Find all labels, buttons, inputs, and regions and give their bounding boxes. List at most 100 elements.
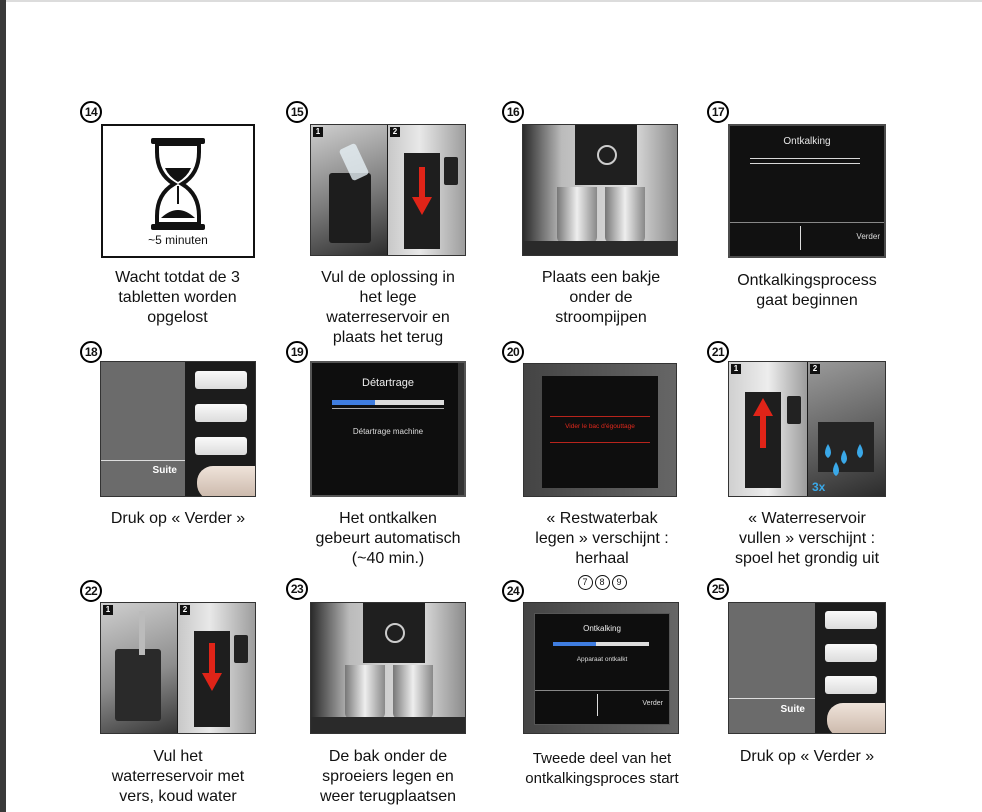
finger-icon bbox=[827, 703, 885, 733]
progress-fill bbox=[553, 642, 597, 646]
screen-line bbox=[550, 416, 650, 417]
drip-tray-photo bbox=[310, 602, 466, 734]
verder-button[interactable]: Verder bbox=[856, 232, 880, 241]
screen-title: Ontkalking bbox=[583, 624, 621, 633]
step-number-18: 18 bbox=[80, 341, 102, 363]
verder-button[interactable]: Verder bbox=[642, 700, 663, 707]
step-number-22: 22 bbox=[80, 580, 102, 602]
step-number-15: 15 bbox=[286, 101, 308, 123]
caption-line: Ontkalkingsprocess bbox=[737, 272, 877, 289]
caption-line: stroompijpen bbox=[555, 309, 647, 326]
control-panel-icon bbox=[444, 157, 458, 185]
spout-photo bbox=[522, 124, 678, 256]
caption-line: ontkalkingsproces start bbox=[525, 770, 679, 787]
hourglass-icon bbox=[151, 138, 205, 230]
caption-line: Het ontkalken bbox=[339, 510, 437, 527]
step-number-25: 25 bbox=[707, 578, 729, 600]
down-arrow-icon bbox=[202, 643, 222, 691]
milk-jug-icon bbox=[345, 665, 385, 719]
photo-tag-1: 1 bbox=[103, 605, 113, 615]
repeat-step-8: 8 bbox=[594, 575, 610, 590]
caption-line: De bak onder de bbox=[328, 748, 448, 765]
caption-line: gebeurt automatisch bbox=[315, 530, 461, 547]
hourglass-panel: ~5 minuten bbox=[101, 124, 255, 258]
caption-step-19: Het ontkalken gebeurt automatisch (~40 m… bbox=[298, 509, 478, 569]
caption-line: herhaal bbox=[575, 550, 629, 567]
step-number-24: 24 bbox=[502, 580, 524, 602]
caption-step-22: Vul het waterreservoir met vers, koud wa… bbox=[88, 747, 268, 807]
screen-title: Ontkalking bbox=[783, 136, 831, 147]
milk-jug-icon bbox=[393, 665, 433, 719]
screen-bezel bbox=[458, 363, 464, 495]
down-arrow-icon bbox=[412, 167, 432, 215]
caption-line: « Waterreservoir bbox=[748, 510, 866, 527]
window-left-edge bbox=[0, 0, 6, 812]
water-tank-icon bbox=[329, 173, 371, 243]
screen-message: Vider le bac d'égouttage bbox=[565, 423, 635, 430]
page-top-edge bbox=[6, 0, 982, 2]
machine-button-2[interactable] bbox=[195, 404, 247, 422]
screen-line bbox=[332, 408, 444, 409]
step-number-14: 14 bbox=[80, 101, 102, 123]
photo-part-1 bbox=[729, 362, 807, 496]
caption-line: Vul de oplossing in bbox=[321, 269, 455, 286]
photo-part-1 bbox=[101, 603, 177, 733]
step-number-21: 21 bbox=[707, 341, 729, 363]
machine-button-1[interactable] bbox=[825, 611, 877, 629]
display-screen: Suite bbox=[729, 603, 815, 733]
screen-divider bbox=[101, 460, 185, 461]
milk-jug-icon bbox=[605, 187, 645, 243]
machine-button-1[interactable] bbox=[195, 371, 247, 389]
screen-status: Apparaat ontkalkt bbox=[576, 656, 628, 663]
logo-icon bbox=[385, 623, 405, 643]
milk-jug-icon bbox=[557, 187, 597, 243]
rinse-count-label: 3x bbox=[812, 480, 826, 494]
timer-label: ~5 minuten bbox=[148, 233, 208, 247]
drip-tray-icon bbox=[311, 717, 465, 733]
caption-step-20: « Restwaterbak legen » verschijnt : herh… bbox=[512, 509, 692, 591]
screen-line bbox=[750, 163, 860, 164]
machine-button-3[interactable] bbox=[195, 437, 247, 455]
caption-line: spoel het grondig uit bbox=[734, 550, 880, 567]
rinse-reservoir-photo: 3x 1 2 bbox=[728, 361, 886, 497]
caption-line: Plaats een bakje bbox=[541, 269, 661, 286]
fill-fresh-water-photo: 1 2 bbox=[100, 602, 256, 734]
suite-button[interactable]: Suite bbox=[152, 465, 177, 476]
caption-line: (~40 min.) bbox=[351, 550, 425, 567]
suite-button[interactable]: Suite bbox=[780, 704, 805, 715]
screen-divider bbox=[729, 698, 815, 699]
fill-reservoir-photo: 1 2 bbox=[310, 124, 466, 256]
drip-tray-icon bbox=[523, 241, 677, 255]
logo-icon bbox=[597, 145, 617, 165]
caption-step-15: Vul de oplossing in het lege waterreserv… bbox=[298, 268, 478, 348]
screen-separator bbox=[800, 226, 801, 250]
caption-line: het lege bbox=[359, 289, 417, 306]
water-drops-icon bbox=[825, 444, 863, 476]
caption-line: opgelost bbox=[147, 309, 208, 326]
screen-line bbox=[750, 158, 860, 159]
suite-display-panel: Suite bbox=[100, 361, 256, 497]
photo-part-2 bbox=[388, 125, 465, 255]
machine-button-3[interactable] bbox=[825, 676, 877, 694]
photo-tag-2: 2 bbox=[390, 127, 400, 137]
repeat-step-7: 7 bbox=[577, 575, 593, 590]
progress-bar bbox=[553, 642, 649, 646]
caption-step-17: Ontkalkingsprocess gaat beginnen bbox=[717, 271, 897, 311]
machine-button-2[interactable] bbox=[825, 644, 877, 662]
detartrage-display: Détartrage Détartrage machine bbox=[310, 361, 466, 497]
water-tank-icon bbox=[115, 649, 161, 721]
photo-part-2 bbox=[178, 603, 255, 733]
step-number-19: 19 bbox=[286, 341, 308, 363]
caption-line: « Restwaterbak bbox=[546, 510, 658, 527]
photo-tag-1: 1 bbox=[313, 127, 323, 137]
screen-divider bbox=[535, 690, 669, 691]
display-screen: Ontkalking Apparaat ontkalkt Verder bbox=[534, 613, 670, 725]
finger-icon bbox=[197, 466, 255, 496]
up-arrow-icon bbox=[753, 398, 773, 448]
screen-title: Détartrage bbox=[362, 377, 414, 389]
caption-step-21: « Waterreservoir vullen » verschijnt : s… bbox=[712, 509, 902, 569]
control-panel-icon bbox=[787, 396, 801, 424]
caption-step-24: Tweede deel van het ontkalkingsproces st… bbox=[507, 749, 697, 789]
step-number-16: 16 bbox=[502, 101, 524, 123]
photo-part-1 bbox=[311, 125, 387, 255]
